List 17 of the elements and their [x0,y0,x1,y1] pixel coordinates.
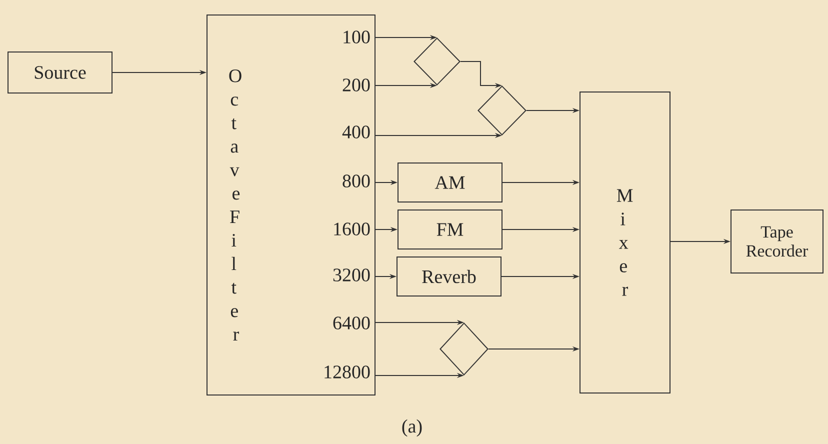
process-box: Reverb [396,256,502,296]
port-label: 12800 [324,366,370,378]
caption: (a) [402,419,422,437]
port-label: 400 [342,126,370,138]
diamond [478,86,526,136]
port-label: 6400 [333,316,370,330]
port-label: 200 [342,78,370,92]
process-box: FM [398,210,502,250]
port-label: 3200 [333,268,370,282]
diamond [414,38,460,86]
mixer-box: Mixer [580,92,670,394]
port-label: 800 [342,174,370,188]
process-box: Source [8,52,112,94]
port-label: 100 [344,30,370,44]
port-label: 1600 [334,222,370,236]
process-box: Tape Recorder [730,210,824,274]
process-box: AM [398,162,502,202]
